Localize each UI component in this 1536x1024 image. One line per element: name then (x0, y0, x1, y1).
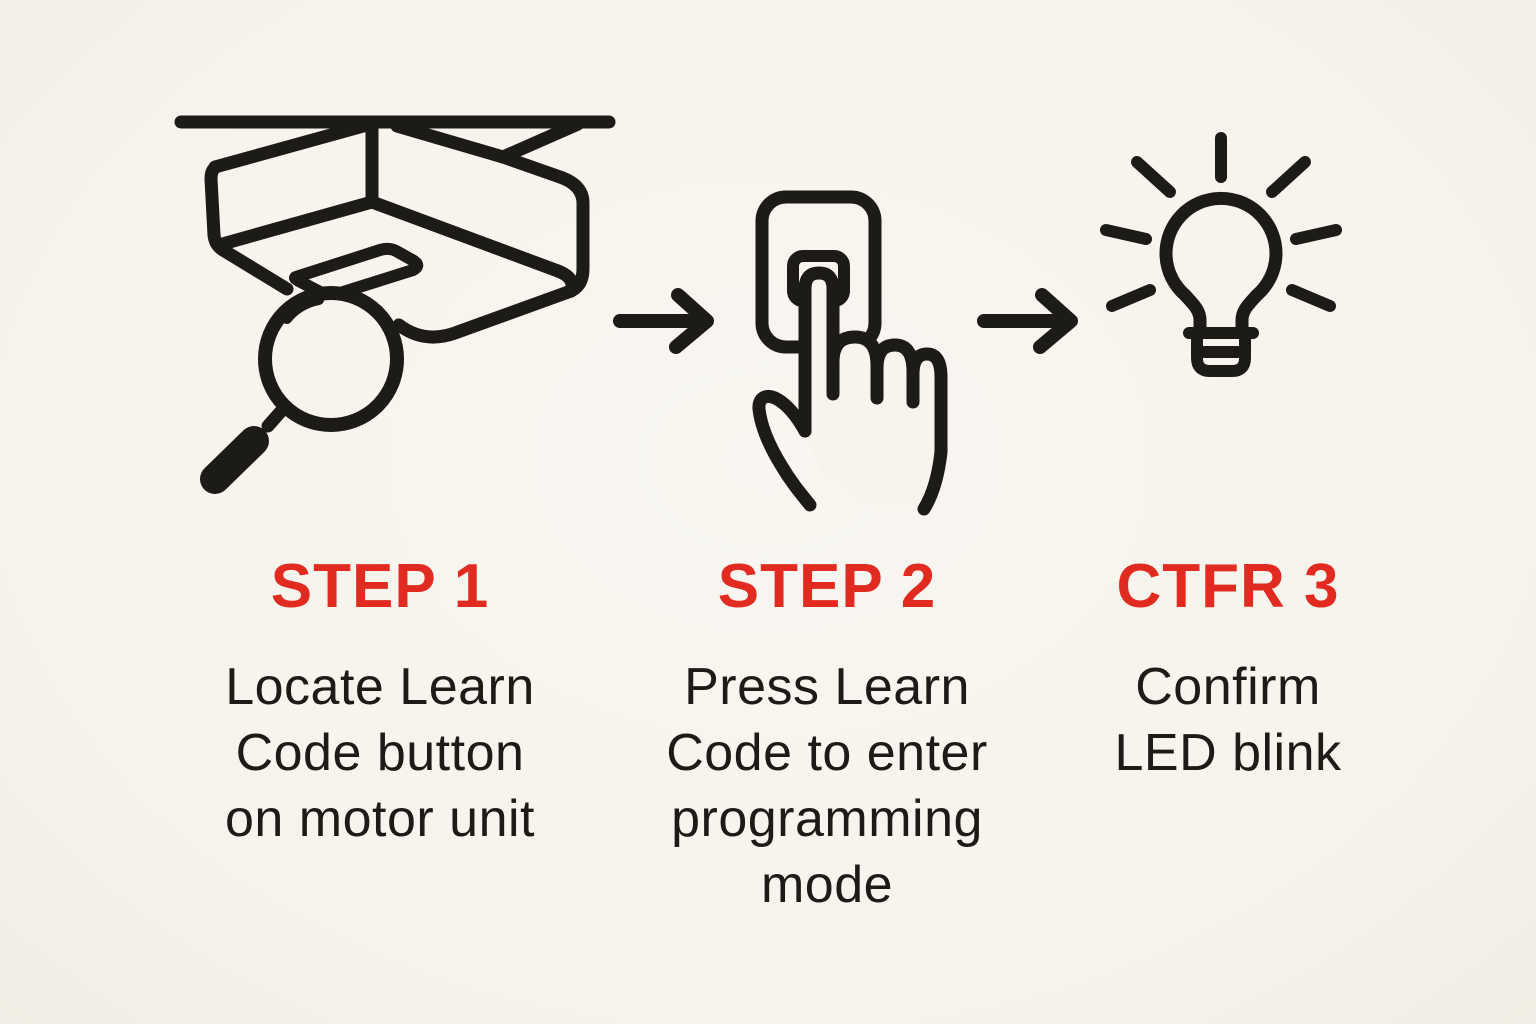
right-arrow-icon (613, 288, 714, 354)
learn-code-button-detail (289, 242, 424, 302)
step-label: STEP 2 (717, 552, 937, 621)
step-description: Locate Learn Code button on motor unit (225, 658, 535, 848)
step-label: STEP 1 (270, 552, 490, 621)
step-description: Confirm LED blink (1114, 658, 1342, 782)
step-label: CTFR 3 (1116, 552, 1340, 621)
step-description: Press Learn Code to enter programming mo… (666, 658, 988, 914)
magnifier-lens (258, 286, 404, 432)
right-arrow-icon (977, 288, 1078, 354)
lightbulb-icon (1100, 132, 1342, 377)
light-rays (1100, 132, 1342, 312)
step-column-2: STEP 2 Press Learn Code to enter program… (602, 556, 1052, 918)
motor-unit-magnifier-icon (174, 115, 616, 494)
magnifier-handle (200, 426, 269, 494)
finger-press-button-icon (752, 190, 948, 516)
step-column-3: CTFR 3 Confirm LED blink (1003, 556, 1453, 786)
step-column-1: STEP 1 Locate Learn Code button on motor… (155, 556, 605, 852)
